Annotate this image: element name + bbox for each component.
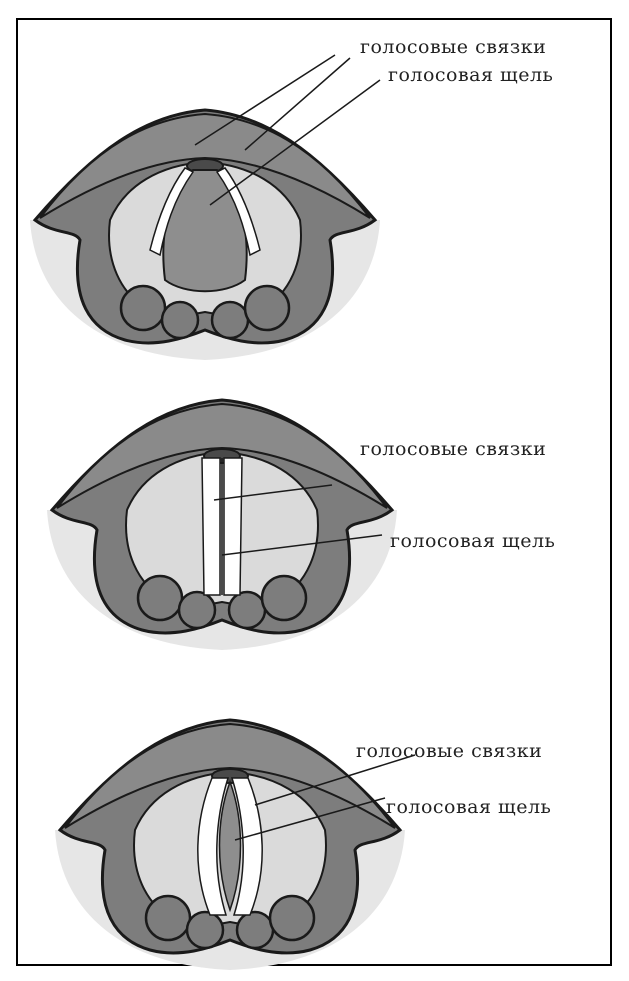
label-glottis-3: голосовая щель [386,796,551,818]
label-vocal-cords-3: голосовые связки [356,740,542,762]
label-vocal-cords-1: голосовые связки [360,36,546,58]
label-glottis-1: голосовая щель [388,64,553,86]
label-glottis-2: голосовая щель [390,530,555,552]
label-vocal-cords-2: голосовые связки [360,438,546,460]
larynx-figure-closed [47,400,397,650]
larynx-figure-open [30,55,380,360]
vocal-cord-right [224,458,242,595]
vocal-cord-left [202,458,220,595]
